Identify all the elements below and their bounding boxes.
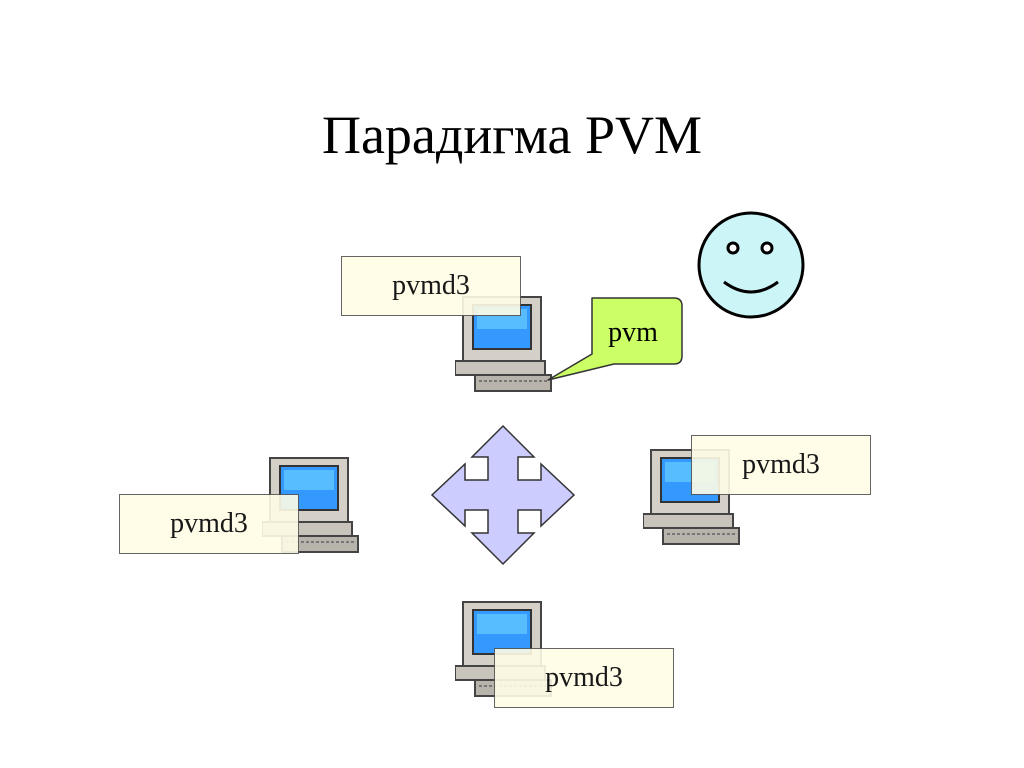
pvm-callout	[547, 297, 683, 381]
pvm-callout-label: pvm	[608, 317, 658, 348]
smiley-icon	[697, 211, 805, 319]
four-way-arrow-icon	[430, 424, 576, 566]
node-label-bottom: pvmd3	[494, 648, 674, 708]
node-label-left: pvmd3	[119, 494, 299, 554]
slide-title: Парадигма PVM	[321, 105, 703, 165]
node-label-top: pvmd3	[341, 256, 521, 316]
node-label-right: pvmd3	[691, 435, 871, 495]
